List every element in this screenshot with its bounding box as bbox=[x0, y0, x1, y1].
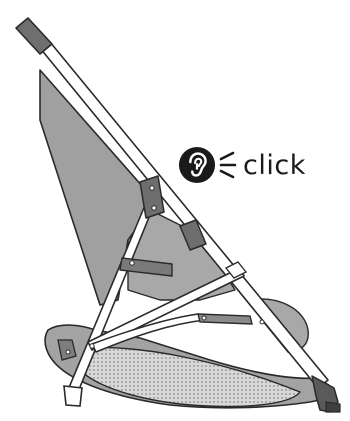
click-callout: click bbox=[178, 140, 306, 190]
sound-waves-icon bbox=[219, 150, 237, 180]
handle-grip bbox=[16, 18, 52, 54]
rear-foot bbox=[64, 386, 82, 406]
ear-icon bbox=[178, 146, 216, 184]
click-label: click bbox=[243, 152, 306, 179]
